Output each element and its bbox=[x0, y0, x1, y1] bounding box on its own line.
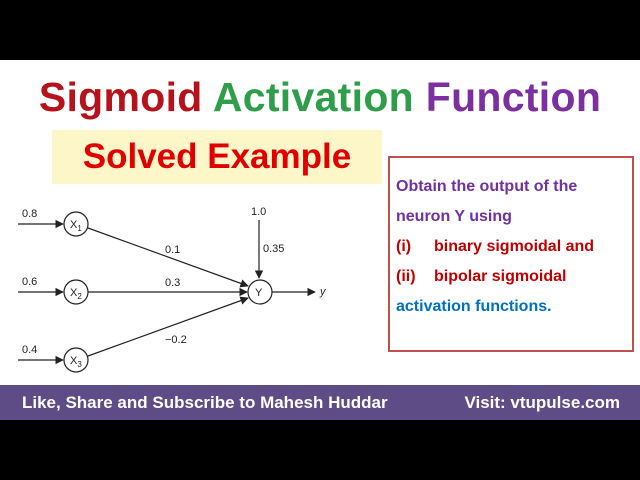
input-node-x1 bbox=[63, 211, 89, 237]
subtitle: Solved Example bbox=[82, 137, 352, 176]
title-word-sigmoid: Sigmoid bbox=[38, 74, 203, 120]
footer-subscribe-text: Like, Share and Subscribe to Mahesh Hudd… bbox=[22, 393, 388, 412]
question-item-2-num: (ii) bbox=[396, 268, 416, 285]
question-item-1-num: (i) bbox=[396, 238, 412, 255]
input-node-x1-label: X1 bbox=[70, 219, 82, 233]
question-line-2: neuron Y using bbox=[396, 208, 512, 225]
input-node-x2-label: X2 bbox=[70, 287, 82, 301]
bias-weight: 0.35 bbox=[263, 243, 284, 255]
bias-value: 1.0 bbox=[251, 206, 266, 218]
footer-bar: Like, Share and Subscribe to Mahesh Hudd… bbox=[0, 385, 640, 420]
input-value-2: 0.6 bbox=[22, 276, 37, 288]
question-item-1: (i) binary sigmoidal and bbox=[396, 232, 632, 262]
connection-x3-y bbox=[87, 296, 249, 357]
input-value-1: 0.8 bbox=[22, 208, 37, 220]
weight-label-1: 0.1 bbox=[165, 244, 180, 256]
question-line-1: Obtain the output of the bbox=[396, 178, 578, 195]
output-label: y bbox=[319, 286, 327, 298]
slide: Sigmoid Activation Function Solved Examp… bbox=[0, 60, 640, 420]
weight-label-3: −0.2 bbox=[165, 334, 187, 346]
input-value-3: 0.4 bbox=[22, 344, 37, 356]
connection-x1-y bbox=[87, 227, 249, 288]
input-node-x3 bbox=[63, 347, 89, 373]
question-box: Obtain the output of the neuron Y using … bbox=[388, 156, 634, 352]
question-item-2: (ii) bipolar sigmoidal bbox=[396, 262, 632, 292]
neural-network-diagram: 0.8 0.6 0.4 X1 X2 X3 0.1 0.3 −0.2 1.0 0.… bbox=[18, 206, 327, 373]
output-node-label: Y bbox=[255, 287, 263, 299]
main-title: Sigmoid Activation Function bbox=[0, 74, 640, 121]
title-word-function: Function bbox=[425, 74, 602, 120]
title-word-activation: Activation bbox=[212, 74, 415, 120]
footer-website-text: Visit: vtupulse.com bbox=[464, 393, 620, 412]
input-node-x3-label: X3 bbox=[70, 355, 82, 369]
subtitle-box: Solved Example bbox=[52, 130, 382, 184]
question-item-2-text: bipolar sigmoidal bbox=[434, 268, 567, 285]
question-item-1-text: binary sigmoidal and bbox=[434, 238, 595, 255]
question-line-5: activation functions. bbox=[396, 298, 552, 315]
weight-label-2: 0.3 bbox=[165, 277, 180, 289]
